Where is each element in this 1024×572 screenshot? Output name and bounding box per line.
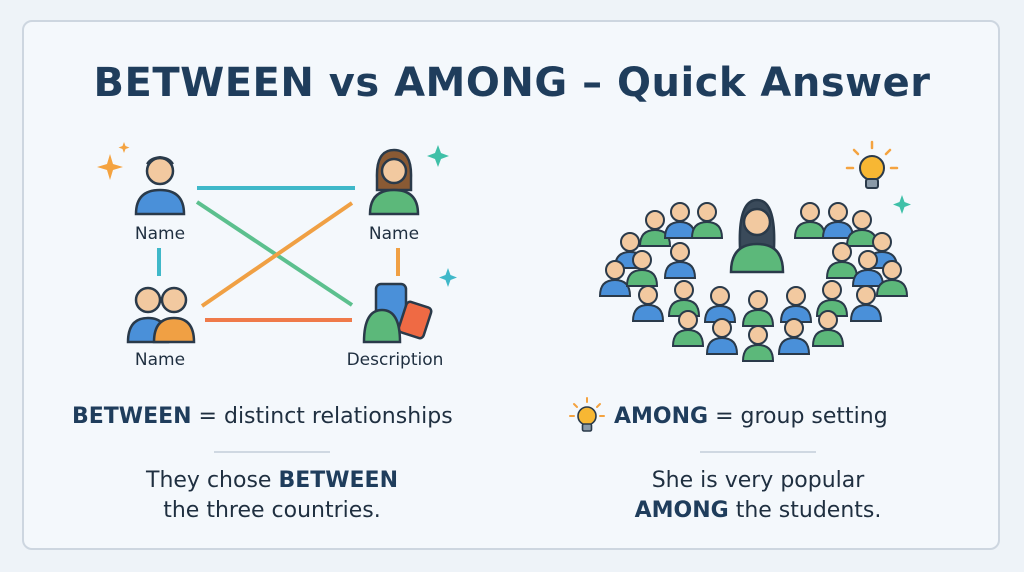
person-icon: [741, 290, 775, 327]
line-diagonal-b: [200, 201, 354, 308]
person-icon: [690, 202, 724, 239]
person-icon: [663, 242, 697, 279]
among-example-keyword: AMONG: [634, 498, 729, 523]
between-rule: BETWEEN = distinct relationships: [72, 404, 453, 438]
person-icon: [638, 210, 672, 247]
among-keyword: AMONG: [614, 404, 709, 429]
person-icon: [671, 310, 705, 347]
among-rule-text: = group setting: [715, 404, 888, 429]
person-icon: [598, 260, 632, 297]
node-label-bottom-right: Description: [346, 350, 444, 370]
divider-right: [700, 451, 816, 453]
between-example: They chose BETWEEN the three countries.: [100, 466, 444, 526]
between-example-line2: the three countries.: [163, 498, 381, 523]
between-example-keyword: BETWEEN: [278, 468, 398, 493]
person-icon: [134, 155, 186, 216]
between-example-prefix: They chose: [146, 468, 279, 493]
person-icon: [811, 310, 845, 347]
group-icon: [126, 286, 196, 344]
sparkle-icon: [439, 268, 457, 287]
person-icon: [793, 202, 827, 239]
between-keyword: BETWEEN: [72, 404, 192, 429]
person-icon: [729, 198, 785, 274]
between-rule-text: = distinct relationships: [198, 404, 453, 429]
lightbulb-icon: [845, 140, 899, 189]
divider-left: [214, 451, 330, 453]
person-icon: [851, 250, 885, 287]
person-icon: [825, 242, 859, 279]
person-icon: [741, 325, 775, 362]
person-icon: [849, 285, 883, 322]
person-icon: [875, 260, 909, 297]
node-label-bottom-left: Name: [134, 350, 186, 370]
person-icon: [815, 280, 849, 317]
among-example: She is very popular AMONG the students.: [586, 466, 930, 526]
node-label-top-left: Name: [134, 224, 186, 244]
person-icon: [368, 148, 420, 216]
person-icon: [777, 318, 811, 355]
person-icon: [625, 250, 659, 287]
person-icon: [667, 280, 701, 317]
crowd-group: [598, 198, 909, 362]
among-example-suffix: the students.: [728, 498, 882, 523]
among-rule: AMONG = group setting: [614, 404, 888, 438]
person-icon: [703, 286, 737, 323]
sparkle-icon: [427, 145, 449, 167]
sparkle-icon: [97, 142, 130, 180]
line-diagonal-a: [195, 200, 354, 307]
person-icon: [821, 202, 855, 239]
among-example-line1: She is very popular: [651, 468, 865, 493]
person-icon: [705, 318, 739, 355]
sparkle-icon: [893, 195, 911, 214]
page-title: BETWEEN vs AMONG – Quick Answer: [93, 60, 931, 106]
person-icon: [663, 202, 697, 239]
between-connections: [157, 186, 400, 322]
person-icon: [779, 286, 813, 323]
node-label-top-right: Name: [368, 224, 420, 244]
device-icon: [362, 282, 433, 344]
person-icon: [631, 285, 665, 322]
lightbulb-icon: [569, 397, 605, 432]
